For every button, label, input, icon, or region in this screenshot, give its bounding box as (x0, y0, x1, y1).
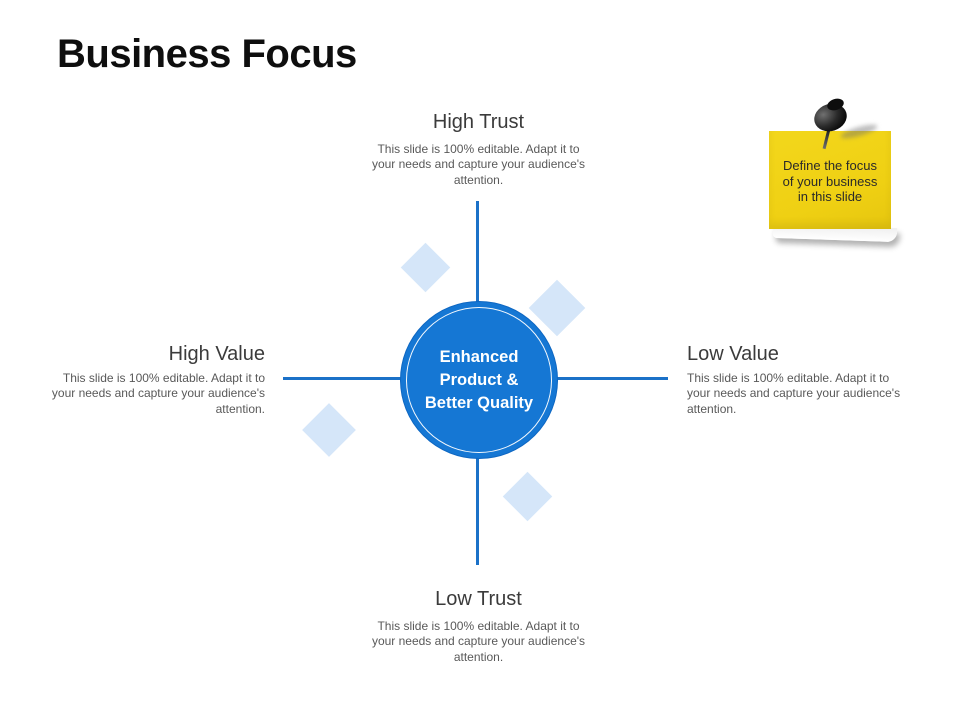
quadrant-description: This slide is 100% editable. Adapt it to… (371, 142, 586, 187)
center-circle-label: Enhanced Product & Better Quality (424, 347, 534, 412)
diamond-icon (502, 471, 553, 522)
diamond-icon (400, 242, 451, 293)
quadrant-label: Low Trust (435, 588, 522, 610)
center-circle: Enhanced Product & Better Quality (400, 301, 558, 459)
quadrant-description: This slide is 100% editable. Adapt it to… (371, 619, 586, 664)
quadrant-label: High Trust (432, 111, 525, 133)
quadrant-description: This slide is 100% editable. Adapt it to… (687, 371, 901, 416)
quadrant-high-value: High Value This slide is 100% editable. … (50, 342, 265, 417)
quadrant-low-trust: Low Trust This slide is 100% editable. A… (371, 587, 586, 665)
quadrant-label: Low Value (687, 343, 779, 365)
slide-title: Business Focus (57, 32, 357, 76)
quadrant-label: High Value (168, 343, 265, 365)
quadrant-high-trust: High Trust This slide is 100% editable. … (371, 110, 586, 188)
sticky-note: Define the focus of your business in thi… (769, 131, 891, 229)
diamond-icon (302, 403, 356, 457)
quadrant-low-value: Low Value This slide is 100% editable. A… (687, 342, 902, 417)
sticky-note-text: Define the focus of your business in thi… (782, 158, 878, 204)
quadrant-description: This slide is 100% editable. Adapt it to… (51, 371, 265, 416)
